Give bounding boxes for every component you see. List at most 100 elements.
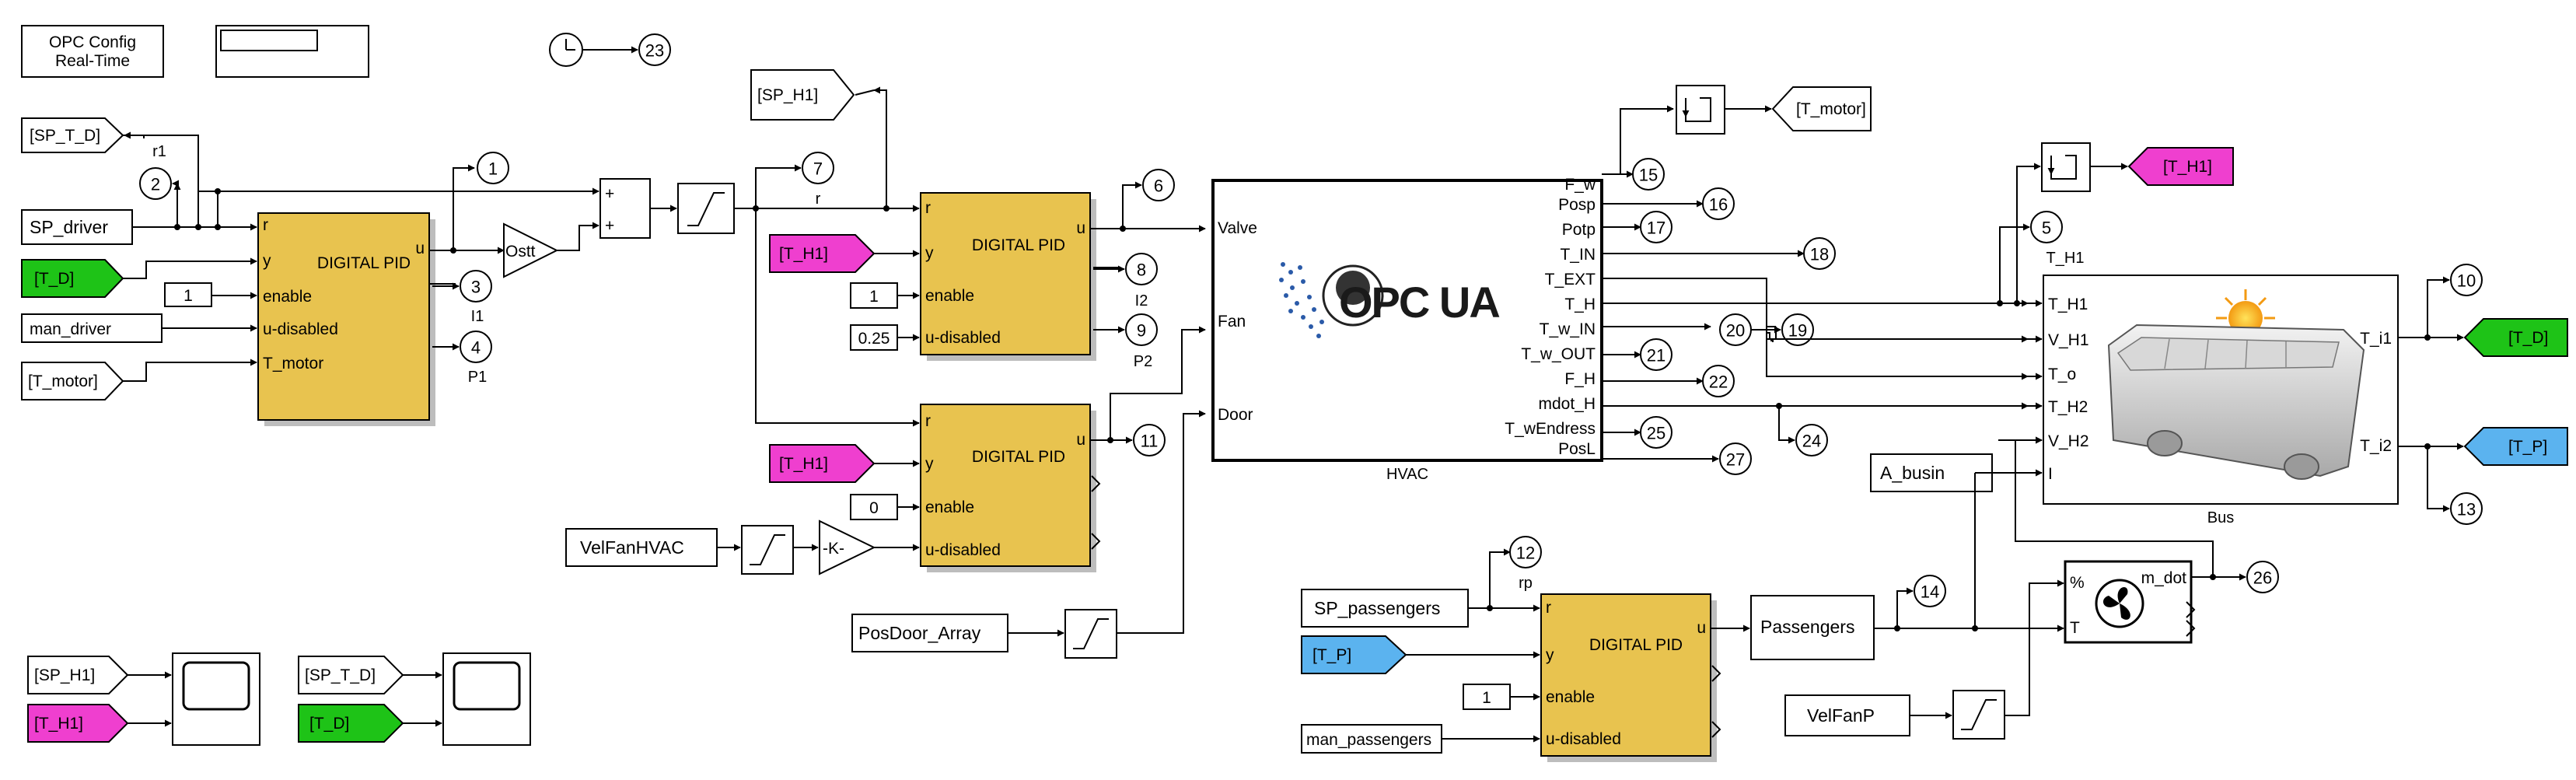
signal-label-t-h1: T_H1: [2046, 250, 2085, 267]
passengers-block[interactable]: Passengers: [1750, 595, 1875, 660]
port-5[interactable]: 5: [2030, 211, 2063, 243]
sum-block[interactable]: + +: [599, 178, 651, 239]
saturation-block-3[interactable]: [1064, 609, 1117, 659]
digital-pid-passengers[interactable]: DIGITAL PID r y enable u-disabled u: [1540, 593, 1721, 762]
velfan-p-source[interactable]: VelFanP: [1784, 694, 1910, 736]
svg-text:[SP_H1]: [SP_H1]: [757, 86, 818, 104]
port-10[interactable]: 10: [2450, 264, 2483, 296]
svg-text:17: 17: [1647, 219, 1665, 238]
port-20[interactable]: 20: [1719, 313, 1752, 346]
enable-constant-1[interactable]: 1: [164, 282, 212, 307]
sp-passengers-source[interactable]: SP_passengers: [1301, 589, 1469, 628]
svg-text:y: y: [1546, 646, 1554, 664]
port-16[interactable]: 16: [1702, 187, 1735, 220]
svg-text:[T_H1]: [T_H1]: [34, 715, 83, 733]
sp-driver-source[interactable]: SP_driver: [21, 209, 133, 245]
svg-text:12: 12: [1516, 544, 1535, 563]
svg-text:1: 1: [184, 287, 193, 305]
port-9[interactable]: 9: [1125, 313, 1158, 346]
port-2[interactable]: 2: [139, 167, 172, 200]
svg-text:[T_D]: [T_D]: [2508, 329, 2548, 347]
sp-h1-from-tag-scope[interactable]: [SP_H1]: [27, 656, 129, 694]
fan-block[interactable]: % T m_dot: [2064, 560, 2196, 644]
opc-write-block[interactable]: [215, 25, 369, 78]
port-14[interactable]: 14: [1914, 575, 1946, 607]
t-d-from-tag[interactable]: [T_D]: [21, 259, 124, 298]
sp-h1-goto-tag[interactable]: [SP_H1]: [750, 69, 855, 121]
svg-text:enable: enable: [263, 288, 312, 306]
port-8[interactable]: 8: [1125, 253, 1158, 285]
port-3[interactable]: 3: [460, 270, 492, 303]
port-1[interactable]: 1: [477, 152, 509, 184]
clock-block[interactable]: [549, 33, 583, 67]
opc-ua-logo: OPC UA: [1279, 262, 1501, 338]
svg-text:[T_D]: [T_D]: [34, 270, 74, 288]
bus-subsystem[interactable]: T_H1 V_H1 T_o T_H2 V_H2 I T_i1 T_i2: [2043, 275, 2399, 505]
posdoor-array-source[interactable]: PosDoor_Array: [851, 614, 1008, 652]
t-p-from-tag[interactable]: [T_P]: [1301, 635, 1407, 674]
port-23[interactable]: 23: [638, 33, 671, 66]
port-13[interactable]: 13: [2450, 492, 2483, 525]
port-12[interactable]: 12: [1509, 536, 1542, 568]
memory-block-2[interactable]: [2041, 142, 2091, 192]
port-4[interactable]: 4: [460, 331, 492, 363]
a-busin-source[interactable]: A_busin: [1870, 453, 1993, 492]
t-h1-from-tag-2[interactable]: [T_H1]: [769, 444, 876, 483]
port-19[interactable]: 19: [1781, 313, 1814, 346]
scope-block-1[interactable]: [172, 652, 260, 746]
port-17[interactable]: 17: [1640, 211, 1672, 243]
t-p-goto-tag[interactable]: [T_P]: [2463, 427, 2568, 466]
t-h1-goto-tag[interactable]: [T_H1]: [2127, 147, 2234, 186]
t-d-goto-tag[interactable]: [T_D]: [2463, 318, 2568, 357]
saturation-block-4[interactable]: [1952, 690, 2005, 740]
port-22[interactable]: 22: [1702, 365, 1735, 397]
hvac-in-door: Door: [1218, 406, 1253, 424]
man-passengers-source[interactable]: man_passengers: [1301, 724, 1442, 754]
t-h1-from-tag-1[interactable]: [T_H1]: [769, 234, 876, 273]
t-motor-goto-tag[interactable]: [T_motor]: [1771, 86, 1872, 131]
svg-text:DIGITAL PID: DIGITAL PID: [317, 254, 411, 272]
port-27[interactable]: 27: [1719, 442, 1752, 475]
svg-text:5: 5: [2042, 219, 2051, 238]
enable-constant-2[interactable]: 1: [850, 282, 898, 309]
port-25[interactable]: 25: [1640, 416, 1672, 449]
port-26[interactable]: 26: [2246, 561, 2279, 593]
saturation-block-2[interactable]: [741, 525, 794, 575]
svg-text:y: y: [263, 252, 271, 270]
man-driver-source[interactable]: man_driver: [21, 313, 163, 343]
svg-text:y: y: [925, 244, 934, 262]
signal-label-p1: P1: [468, 369, 487, 386]
svg-text:15: 15: [1639, 166, 1658, 185]
port-15[interactable]: 15: [1632, 158, 1665, 191]
hvac-subsystem[interactable]: Valve Fan Door OPC UA F_w Posp Potp T_IN…: [1211, 176, 1603, 462]
udis-constant-2[interactable]: 0.25: [850, 324, 898, 351]
digital-pid-driver[interactable]: DIGITAL PID r y enable u-disabled T_moto…: [257, 212, 435, 426]
opc-config-block[interactable]: OPC Config Real-Time: [21, 25, 164, 78]
memory-block-1[interactable]: [1676, 85, 1725, 135]
enable-constant-4[interactable]: 1: [1463, 684, 1511, 710]
port-6[interactable]: 6: [1142, 169, 1175, 201]
port-7[interactable]: 7: [802, 152, 834, 184]
saturation-block-1[interactable]: [677, 183, 735, 234]
port-24[interactable]: 24: [1795, 424, 1828, 456]
digital-pid-h1[interactable]: DIGITAL PID r y enable u-disabled u: [920, 192, 1096, 361]
t-motor-from-tag[interactable]: [T_motor]: [21, 362, 124, 400]
t-d-from-tag-scope[interactable]: [T_D]: [298, 704, 404, 743]
ostt-gain-block[interactable]: Ostt: [503, 222, 559, 278]
port-21[interactable]: 21: [1640, 338, 1672, 371]
sp-t-d-from-tag-scope[interactable]: [SP_T_D]: [298, 656, 404, 694]
hvac-in-fan: Fan: [1218, 313, 1246, 331]
sp-t-d-goto-tag[interactable]: [SP_T_D]: [21, 117, 124, 153]
svg-text:T_w_IN: T_w_IN: [1540, 320, 1596, 338]
svg-text:27: 27: [1726, 450, 1745, 470]
port-18[interactable]: 18: [1803, 237, 1836, 270]
t-h1-from-tag-scope[interactable]: [T_H1]: [27, 704, 129, 743]
velfan-hvac-source[interactable]: VelFanHVAC: [565, 528, 718, 567]
digital-pid-fan[interactable]: DIGITAL PID r y enable u-disabled u: [920, 404, 1101, 572]
svg-text:22: 22: [1709, 373, 1728, 392]
port-11[interactable]: 11: [1133, 424, 1166, 456]
enable-constant-3[interactable]: 0: [850, 494, 898, 520]
k-gain-block[interactable]: -K-: [819, 519, 876, 575]
scope-block-2[interactable]: [442, 652, 531, 746]
svg-text:T_i1: T_i1: [2360, 330, 2392, 348]
